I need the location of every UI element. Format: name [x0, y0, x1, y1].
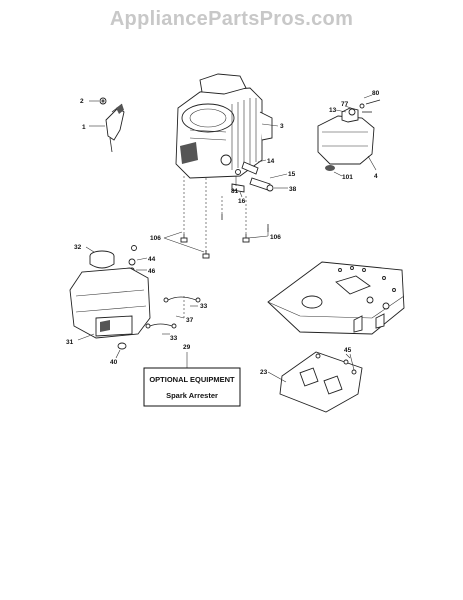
optional-equipment-subtitle: Spark Arrester	[166, 391, 218, 400]
muffler-part	[317, 99, 381, 171]
ref-label-14: 14	[267, 158, 275, 165]
ref-label-31: 31	[66, 339, 74, 346]
ref-label-37: 37	[186, 317, 194, 324]
ref-label-45: 45	[344, 347, 352, 354]
ref-label-106-right: 106	[270, 234, 281, 241]
ref-label-77: 77	[341, 101, 349, 108]
ref-label-33-top: 33	[200, 303, 208, 310]
fuel-filter-part	[117, 342, 127, 350]
ref-label-23: 23	[260, 369, 268, 376]
chassis-plate-part	[267, 261, 405, 335]
ref-label-44: 44	[148, 256, 156, 263]
mounting-bolts	[180, 214, 269, 259]
ref-label-3: 3	[280, 123, 284, 130]
ref-label-33-bottom: 33	[170, 335, 178, 342]
fuel-lines	[145, 296, 201, 329]
optional-equipment-title: OPTIONAL EQUIPMENT	[149, 375, 235, 384]
ref-label-1: 1	[82, 124, 86, 131]
ref-label-2: 2	[80, 98, 84, 105]
ref-label-38: 38	[289, 186, 297, 193]
fuel-cap-part	[89, 250, 115, 269]
heat-shield-part	[279, 351, 363, 413]
ref-label-46: 46	[148, 268, 156, 275]
ref-label-101: 101	[342, 174, 353, 181]
ref-label-80: 80	[372, 90, 380, 97]
ref-label-40: 40	[110, 359, 118, 366]
ref-label-106-left: 106	[150, 235, 161, 242]
ref-label-4: 4	[374, 173, 378, 180]
ref-label-15: 15	[288, 171, 296, 178]
optional-equipment-box	[143, 367, 241, 407]
fuel-tank-part	[69, 267, 151, 339]
throttle-control-part	[99, 97, 125, 153]
ref-label-13: 13	[329, 107, 337, 114]
engine-fittings	[231, 161, 274, 193]
engine-part	[175, 73, 273, 179]
ref-label-32: 32	[74, 244, 82, 251]
watermark: AppliancePartsPros.com	[109, 8, 354, 30]
ref-label-16: 16	[238, 198, 246, 205]
ref-label-29: 29	[183, 344, 191, 351]
ref-label-81: 81	[231, 188, 239, 195]
